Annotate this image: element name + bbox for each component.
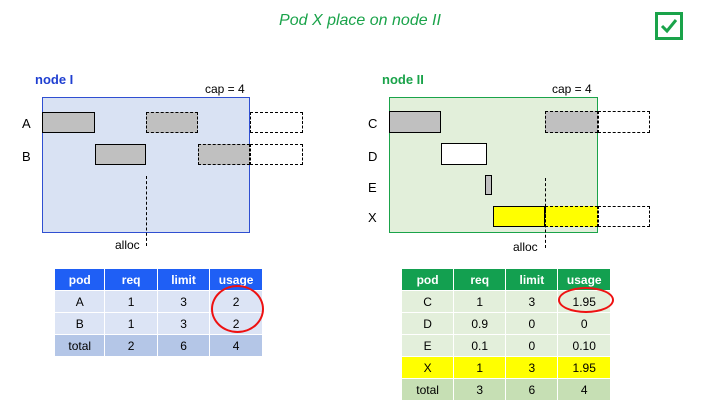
node2-row-label-c: C — [368, 116, 378, 131]
table-cell: C — [400, 290, 455, 313]
table-cell: 1 — [104, 312, 158, 335]
table-cell: 1 — [453, 290, 507, 313]
node2-row-label-d: D — [368, 149, 378, 164]
pod-x-limit-overflow — [598, 206, 650, 227]
usage-highlight-circle — [558, 287, 614, 313]
pod-c-request-bar — [389, 111, 441, 133]
table-cell: E — [400, 334, 455, 357]
node2-alloc-line — [545, 178, 546, 248]
table-row: D 0.9 0 0 — [400, 312, 611, 335]
node2-row-label-x: X — [368, 210, 377, 225]
table-cell: 1 — [104, 290, 158, 313]
column-header: pod — [53, 268, 106, 291]
table-header-row: pod req limit usage — [53, 268, 263, 291]
column-header: limit — [505, 268, 559, 291]
table-header-row: pod req limit usage — [400, 268, 611, 291]
table-cell: 3 — [505, 356, 559, 379]
table-cell: 2 — [104, 334, 158, 357]
column-header: req — [104, 268, 158, 291]
table-total-row: total 3 6 4 — [400, 378, 611, 401]
checkmark-box-icon — [655, 12, 683, 40]
table-cell: 6 — [156, 334, 211, 357]
table-cell: 0 — [505, 312, 559, 335]
pod-b-usage-bar — [198, 144, 250, 165]
table-cell: 0.10 — [557, 334, 611, 357]
node2-label: node II — [382, 72, 424, 87]
pod-c-usage-bar — [545, 111, 598, 133]
table-cell: 4 — [209, 334, 263, 357]
pod-b-limit-overflow — [250, 144, 303, 165]
pod-x-request-bar — [493, 206, 545, 227]
table-cell: 3 — [453, 378, 507, 401]
table-cell: 3 — [156, 312, 211, 335]
pod-a-usage-bar — [146, 112, 198, 133]
node1-table: pod req limit usage A 1 3 2 B 1 3 2 tota… — [53, 268, 263, 357]
table-cell: B — [53, 312, 106, 335]
table-cell: 0 — [557, 312, 611, 335]
node1-label: node I — [35, 72, 74, 87]
table-cell: A — [53, 290, 106, 313]
table-cell: 1.95 — [557, 356, 611, 379]
table-cell: X — [400, 356, 455, 379]
table-cell: 6 — [505, 378, 559, 401]
table-row-highlighted: X 1 3 1.95 — [400, 356, 611, 379]
table-cell: 3 — [505, 290, 559, 313]
node2-row-label-e: E — [368, 180, 377, 195]
column-header: limit — [156, 268, 211, 291]
node1-cap: cap = 4 — [205, 82, 245, 96]
table-row: E 0.1 0 0.10 — [400, 334, 611, 357]
node1-row-label-a: A — [22, 116, 31, 131]
table-cell: D — [400, 312, 455, 335]
node2-cap: cap = 4 — [552, 82, 592, 96]
pod-a-request-bar — [42, 112, 95, 133]
pod-a-limit-overflow — [250, 112, 303, 133]
table-total-row: total 2 6 4 — [53, 334, 263, 357]
table-cell: 0.9 — [453, 312, 507, 335]
table-cell: total — [400, 378, 455, 401]
node1-alloc-label: alloc — [115, 238, 140, 252]
column-header: req — [453, 268, 507, 291]
table-cell: 3 — [156, 290, 211, 313]
table-cell: 4 — [557, 378, 611, 401]
pod-b-request-bar — [95, 144, 146, 165]
page-title: Pod X place on node II — [279, 12, 441, 29]
pod-c-limit-overflow — [598, 111, 650, 133]
node2-alloc-label: alloc — [513, 240, 538, 254]
table-cell: 0.1 — [453, 334, 507, 357]
node1-alloc-line — [146, 176, 147, 246]
table-cell: total — [53, 334, 106, 357]
pod-x-usage-bar — [545, 206, 598, 227]
pod-e-request-bar — [485, 175, 492, 195]
usage-highlight-circle — [211, 285, 264, 333]
column-header: usage — [209, 268, 263, 291]
column-header: usage — [557, 268, 611, 291]
node1-row-label-b: B — [22, 149, 31, 164]
column-header: pod — [400, 268, 455, 291]
table-cell: 1 — [453, 356, 507, 379]
pod-d-request-bar — [441, 143, 487, 165]
table-cell: 0 — [505, 334, 559, 357]
